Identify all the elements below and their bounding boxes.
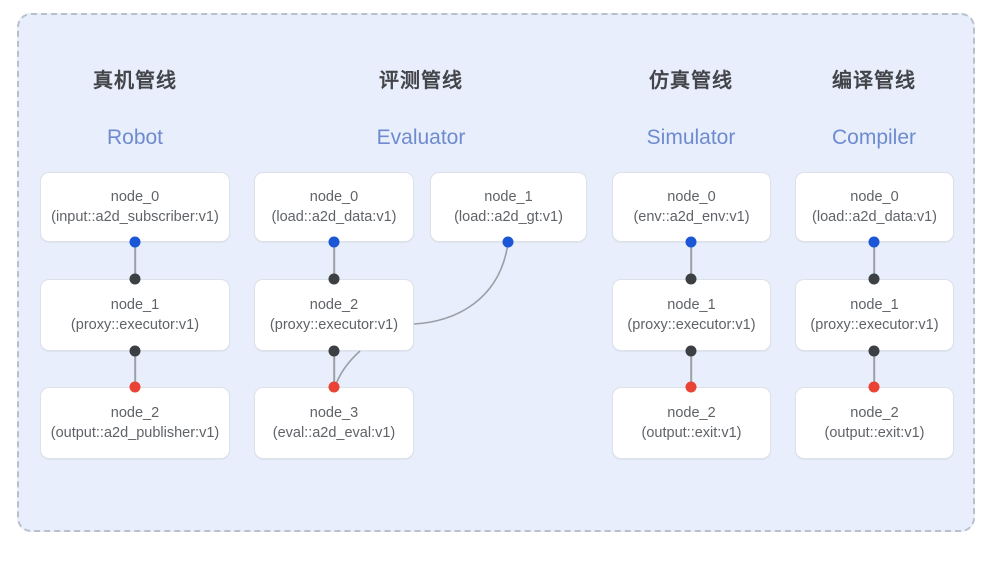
node-box-comp-node-2[interactable]: node_2(output::exit:v1) bbox=[795, 387, 954, 459]
node-box-eval-node-2[interactable]: node_2(proxy::executor:v1) bbox=[254, 279, 414, 351]
port-dot-black-compiler-1[interactable] bbox=[868, 273, 880, 285]
edge-robot-1 bbox=[134, 351, 136, 387]
node-box-eval-node-3[interactable]: node_3(eval::a2d_eval:v1) bbox=[254, 387, 414, 459]
port-dot-red-evaluator-4[interactable] bbox=[328, 381, 340, 393]
node-box-comp-node-1[interactable]: node_1(proxy::executor:v1) bbox=[795, 279, 954, 351]
port-dot-black-evaluator-3[interactable] bbox=[328, 345, 340, 357]
node-box-comp-node-0[interactable]: node_0(load::a2d_data:v1) bbox=[795, 172, 954, 242]
port-dot-red-compiler-3[interactable] bbox=[868, 381, 880, 393]
node-box-robot-node-2[interactable]: node_2(output::a2d_publisher:v1) bbox=[40, 387, 230, 459]
port-dot-black-evaluator-2[interactable] bbox=[328, 273, 340, 285]
node-name: node_0 bbox=[110, 189, 160, 205]
node-type: (proxy::executor:v1) bbox=[70, 317, 200, 333]
edge-simulator-1 bbox=[690, 351, 692, 387]
port-dot-blue-evaluator-1[interactable] bbox=[502, 236, 514, 248]
column-subtitle-compiler: Compiler bbox=[831, 126, 917, 149]
edge-robot-0 bbox=[134, 242, 136, 279]
port-dot-black-compiler-2[interactable] bbox=[868, 345, 880, 357]
node-box-eval-node-0[interactable]: node_0(load::a2d_data:v1) bbox=[254, 172, 414, 242]
node-type: (env::a2d_env:v1) bbox=[633, 209, 750, 225]
node-type: (output::exit:v1) bbox=[641, 425, 742, 441]
edge-evaluator-0 bbox=[333, 242, 335, 279]
node-box-sim-node-2[interactable]: node_2(output::exit:v1) bbox=[612, 387, 771, 459]
node-box-sim-node-1[interactable]: node_1(proxy::executor:v1) bbox=[612, 279, 771, 351]
port-dot-blue-simulator-0[interactable] bbox=[685, 236, 697, 248]
node-name: node_0 bbox=[850, 189, 899, 205]
port-dot-red-simulator-3[interactable] bbox=[685, 381, 697, 393]
node-name: node_2 bbox=[309, 297, 359, 313]
node-type: (proxy::executor:v1) bbox=[627, 317, 756, 333]
node-name: node_0 bbox=[667, 189, 716, 205]
node-box-robot-node-1[interactable]: node_1(proxy::executor:v1) bbox=[40, 279, 230, 351]
port-dot-black-simulator-2[interactable] bbox=[685, 345, 697, 357]
node-name: node_1 bbox=[850, 297, 899, 313]
node-type: (proxy::executor:v1) bbox=[269, 317, 399, 333]
edge-simulator-0 bbox=[690, 242, 692, 279]
node-type: (output::exit:v1) bbox=[824, 425, 925, 441]
node-name: node_1 bbox=[110, 297, 160, 313]
node-type: (input::a2d_subscriber:v1) bbox=[51, 209, 219, 225]
node-name: node_3 bbox=[309, 405, 359, 421]
port-dot-black-robot-2[interactable] bbox=[129, 345, 141, 357]
node-name: node_2 bbox=[850, 405, 899, 421]
port-dot-black-robot-1[interactable] bbox=[129, 273, 141, 285]
node-type: (eval::a2d_eval:v1) bbox=[272, 425, 396, 441]
port-dot-blue-evaluator-0[interactable] bbox=[328, 236, 340, 248]
node-name: node_0 bbox=[309, 189, 359, 205]
node-type: (proxy::executor:v1) bbox=[810, 317, 939, 333]
port-dot-black-simulator-1[interactable] bbox=[685, 273, 697, 285]
node-box-eval-node-1[interactable]: node_1(load::a2d_gt:v1) bbox=[430, 172, 587, 242]
column-title-evaluator: 评测管线 bbox=[379, 70, 463, 92]
port-dot-blue-compiler-0[interactable] bbox=[868, 236, 880, 248]
node-type: (output::a2d_publisher:v1) bbox=[50, 425, 220, 441]
edge-compiler-0 bbox=[873, 242, 875, 279]
node-name: node_2 bbox=[110, 405, 160, 421]
column-title-compiler: 编译管线 bbox=[832, 70, 916, 92]
node-name: node_2 bbox=[667, 405, 716, 421]
node-name: node_1 bbox=[667, 297, 716, 313]
column-subtitle-robot: Robot bbox=[106, 126, 164, 149]
edge-compiler-1 bbox=[873, 351, 875, 387]
node-box-sim-node-0[interactable]: node_0(env::a2d_env:v1) bbox=[612, 172, 771, 242]
column-title-robot: 真机管线 bbox=[93, 70, 177, 92]
column-subtitle-simulator: Simulator bbox=[646, 126, 736, 149]
column-title-simulator: 仿真管线 bbox=[649, 70, 733, 92]
node-type: (load::a2d_data:v1) bbox=[812, 209, 937, 225]
port-dot-red-robot-3[interactable] bbox=[129, 381, 141, 393]
node-type: (load::a2d_data:v1) bbox=[271, 209, 397, 225]
column-subtitle-evaluator: Evaluator bbox=[376, 126, 466, 149]
node-name: node_1 bbox=[484, 189, 533, 205]
node-box-robot-node-0[interactable]: node_0(input::a2d_subscriber:v1) bbox=[40, 172, 230, 242]
port-dot-blue-robot-0[interactable] bbox=[129, 236, 141, 248]
node-type: (load::a2d_gt:v1) bbox=[454, 209, 563, 225]
edge-evaluator-1 bbox=[333, 351, 335, 387]
